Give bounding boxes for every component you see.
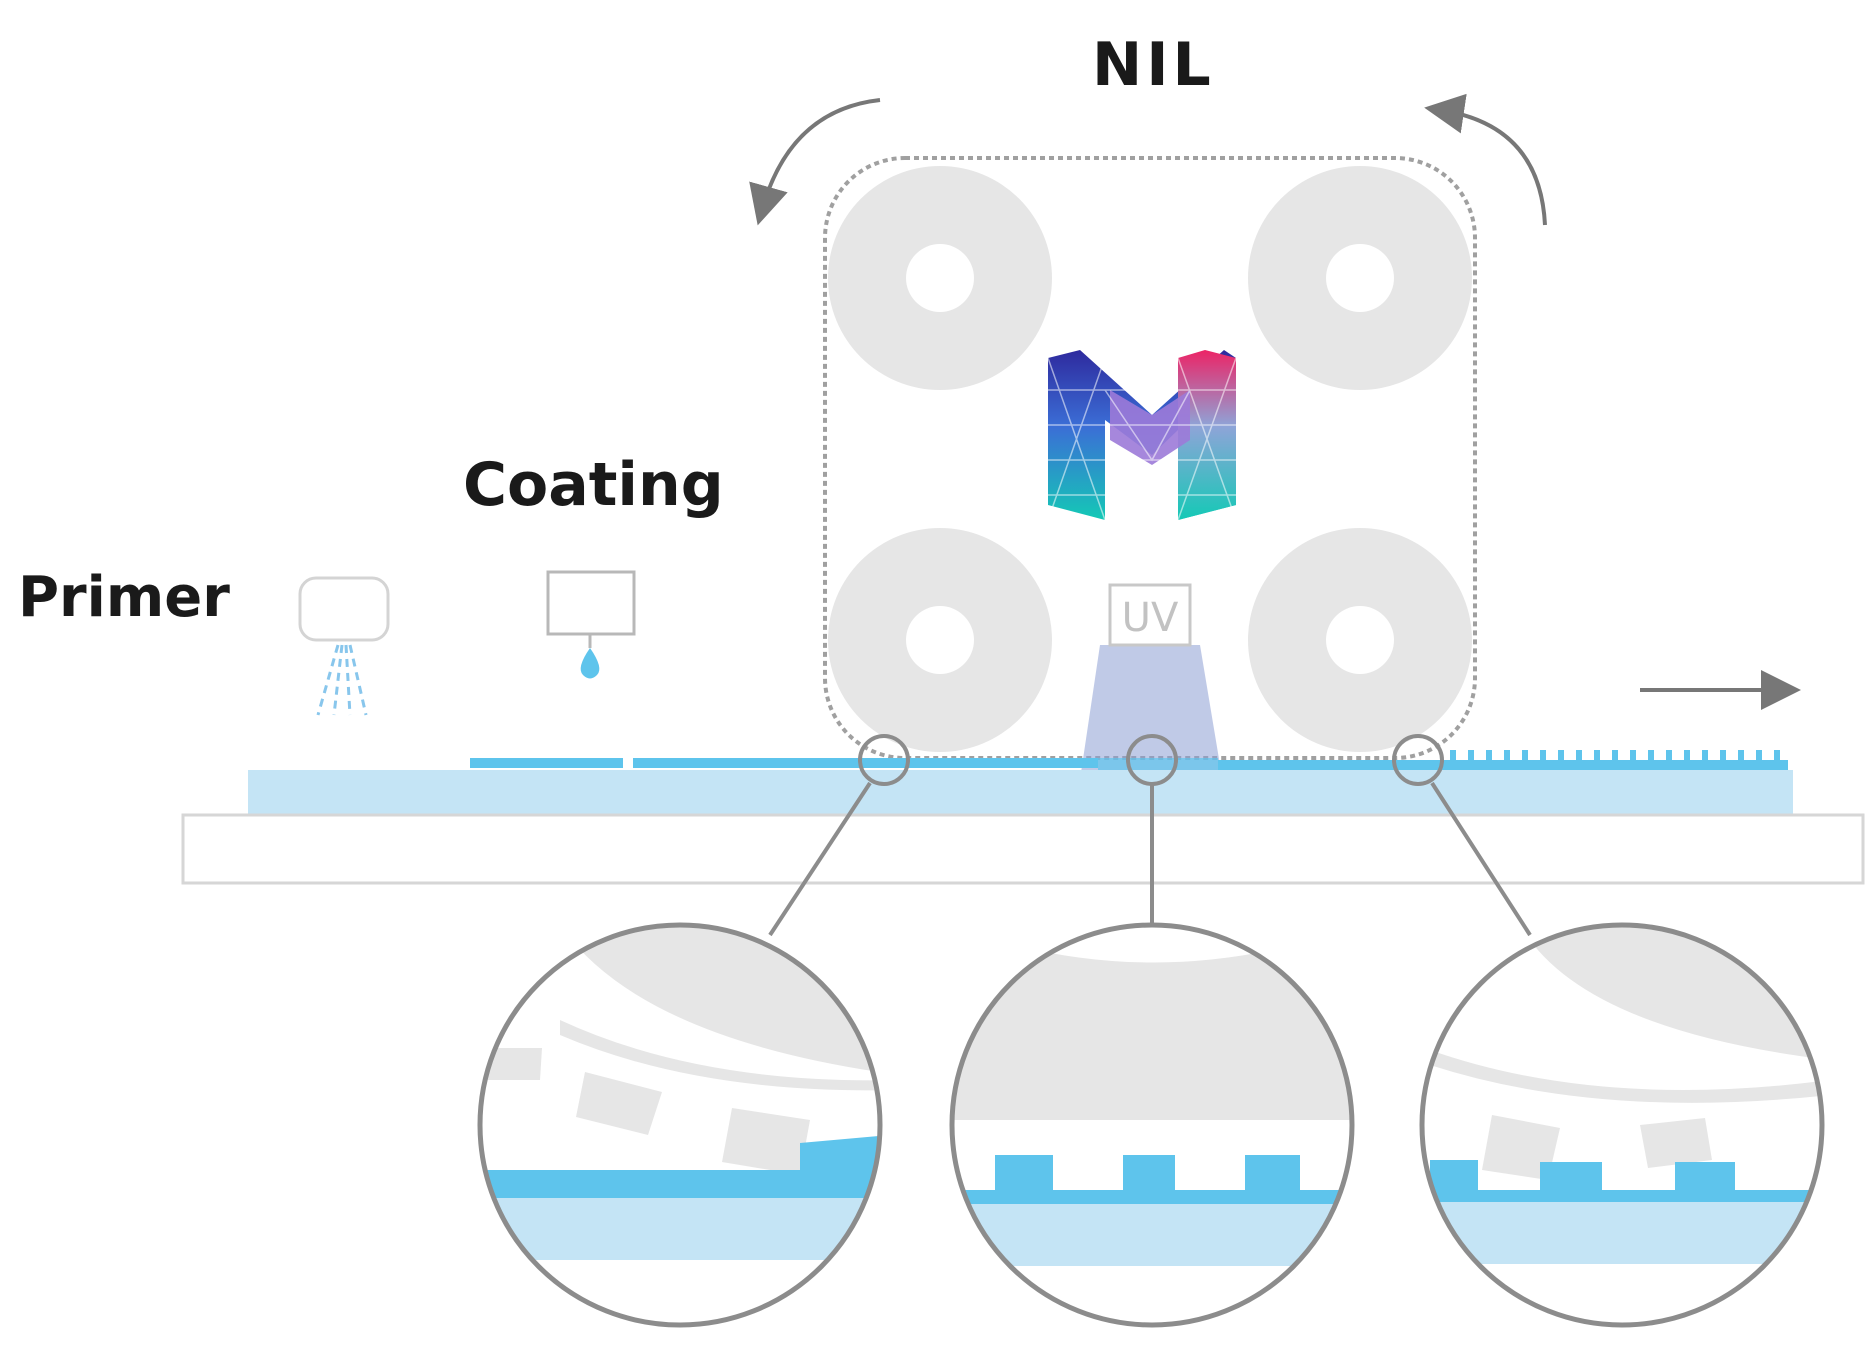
- zoom-detail-contact: [477, 922, 883, 1328]
- magnifier-connectors: [768, 781, 1532, 937]
- roller-top-left: [828, 166, 1052, 390]
- coating-label: Coating: [463, 450, 724, 520]
- uv-label: UV: [1122, 595, 1179, 641]
- primer-station: [298, 576, 390, 716]
- coating-station: [546, 570, 636, 679]
- droplet-icon: [580, 648, 600, 679]
- imprinted-pattern: [1450, 750, 1780, 760]
- primer-label: Primer: [18, 565, 230, 630]
- spray-nozzle-icon: [316, 644, 368, 716]
- right-rotation-arrow-icon: [1424, 93, 1547, 226]
- roller-bottom-left: [828, 528, 1052, 752]
- magnifier-marker-mid: [1126, 734, 1178, 786]
- nil-label: NIL: [1092, 30, 1215, 100]
- substrate-belt: [181, 750, 1865, 885]
- roller-top-right: [1248, 166, 1472, 390]
- magnifier-marker-right: [1392, 734, 1444, 786]
- m-logo-icon: [1047, 350, 1237, 521]
- roller-bottom-right: [1248, 528, 1472, 752]
- magnifier-marker-left: [858, 734, 910, 786]
- left-rotation-arrow-icon: [749, 98, 881, 226]
- zoom-detail-uv-cure: [949, 922, 1355, 1328]
- zoom-detail-release: [1419, 922, 1825, 1328]
